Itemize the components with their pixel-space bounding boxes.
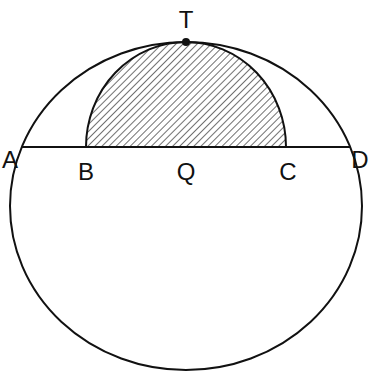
outer-circle bbox=[10, 42, 362, 370]
point-label: Q bbox=[177, 160, 196, 184]
point-label: D bbox=[351, 148, 368, 172]
point-label: B bbox=[78, 160, 94, 184]
point-label: A bbox=[2, 148, 18, 172]
chord-line bbox=[22, 146, 350, 148]
point-label: C bbox=[279, 160, 296, 184]
tangent-point bbox=[182, 38, 190, 46]
point-label: T bbox=[179, 8, 194, 32]
shaded-semicircle bbox=[86, 42, 286, 147]
